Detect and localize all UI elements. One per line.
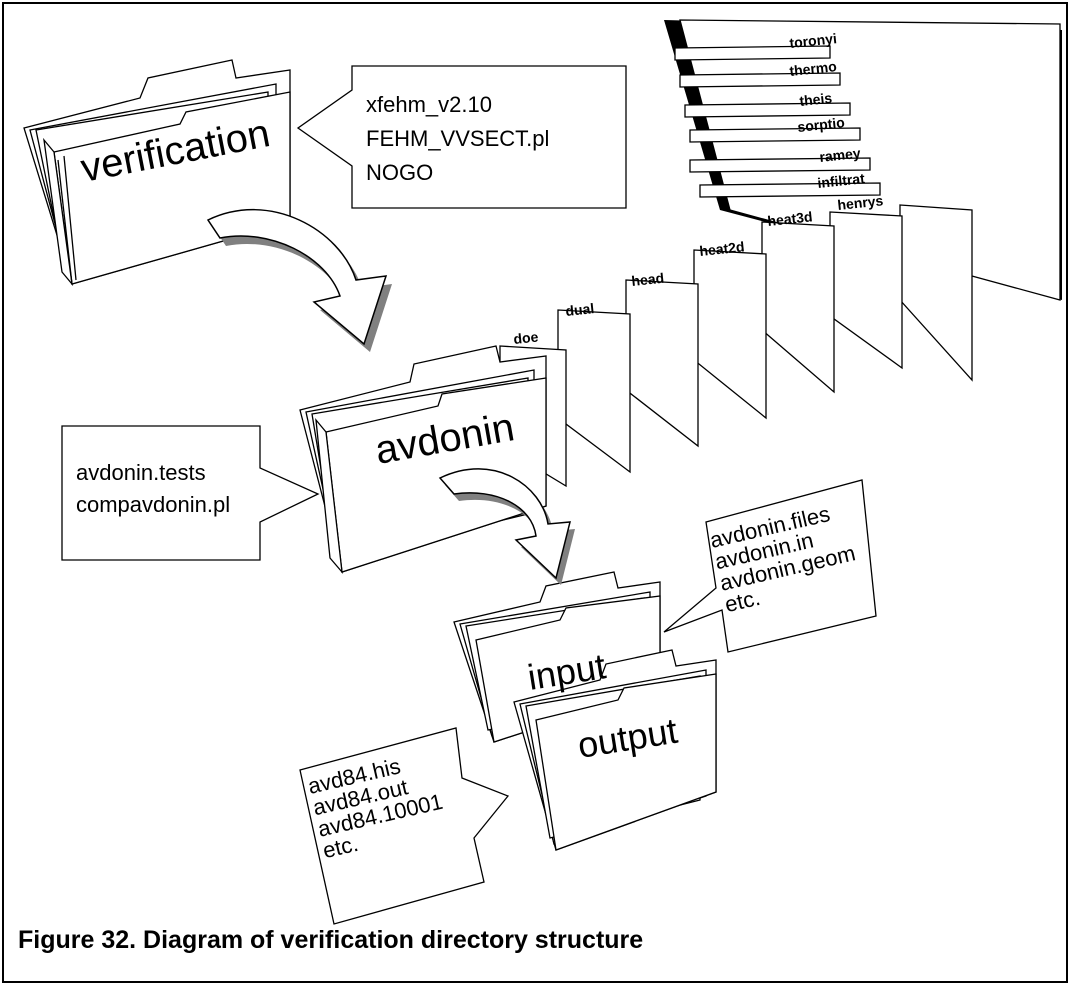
tab-theis: theis <box>799 90 833 109</box>
tab-heat3d: heat3d <box>767 208 814 229</box>
tab-sorptio: sorptio <box>797 114 846 135</box>
output-folder <box>513 649 717 851</box>
input-callout <box>663 479 877 653</box>
avdonin-folder <box>299 345 547 575</box>
note-avdonin-1: avdonin.tests <box>76 460 206 485</box>
tab-infiltrat: infiltrat <box>817 170 866 191</box>
curved-arrow-verification-to-avdonin <box>206 209 392 352</box>
note-verification-2: FEHM_VVSECT.pl <box>366 126 549 151</box>
output-callout <box>299 727 510 925</box>
curved-arrow-avdonin-to-input <box>438 468 575 585</box>
tab-toronyi: toronyi <box>789 30 838 51</box>
note-verification-1: xfehm_v2.10 <box>366 92 492 117</box>
avdonin-callout <box>61 425 320 561</box>
verification-folder <box>23 59 291 287</box>
figure-caption: Figure 32. Diagram of verification direc… <box>18 926 644 954</box>
tab-doe: doe <box>513 328 540 347</box>
front-folder-row <box>499 204 973 488</box>
tab-heat2d: heat2d <box>699 238 746 259</box>
note-avdonin-2: compavdonin.pl <box>76 492 230 517</box>
tab-ramey: ramey <box>819 145 862 165</box>
tab-dual: dual <box>565 300 595 319</box>
tab-thermo: thermo <box>789 58 838 79</box>
tab-head: head <box>631 270 665 289</box>
note-verification-3: NOGO <box>366 160 433 185</box>
back-tab-folders <box>674 45 881 198</box>
tab-henrys: henrys <box>837 192 885 213</box>
verification-callout <box>296 65 627 209</box>
